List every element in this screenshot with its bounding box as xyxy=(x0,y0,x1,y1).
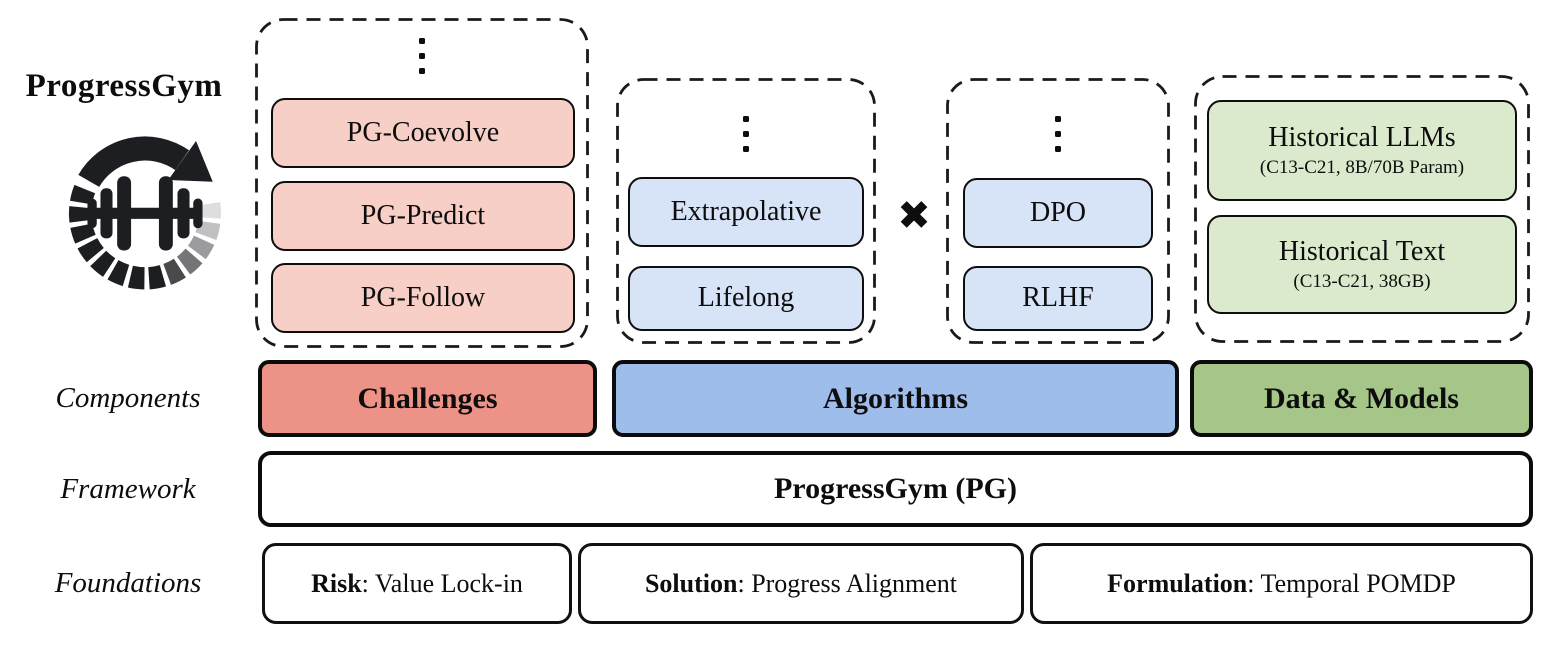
algorithm-paradigm-lifelong: Lifelong xyxy=(628,266,864,331)
dashed-border xyxy=(1194,75,1530,343)
foundation-risk-box: Risk: Value Lock-in xyxy=(262,543,572,624)
alignment-method-label: DPO xyxy=(1029,196,1086,228)
alignment-method-rlhf: RLHF xyxy=(963,266,1153,331)
challenge-item-label: PG-Coevolve xyxy=(346,116,500,148)
foundation-term: Solution xyxy=(644,568,738,598)
data-item-historical-llms: Historical LLMs (C13-C21, 8B/70B Param) xyxy=(1207,100,1517,201)
challenge-item-pg-coevolve: PG-Coevolve xyxy=(271,98,575,168)
challenges-group: PG-Coevolve PG-Predict PG-Follow xyxy=(255,18,589,348)
row-label-components: Components xyxy=(55,382,201,414)
algorithm-paradigm-extrapolative: Extrapolative xyxy=(628,177,864,247)
challenge-item-pg-follow: PG-Follow xyxy=(271,263,575,333)
foundation-formulation-box: Formulation: Temporal POMDP xyxy=(1030,543,1533,624)
data-models-group: Historical LLMs (C13-C21, 8B/70B Param) … xyxy=(1194,75,1530,343)
progressgym-logo-icon xyxy=(68,136,222,290)
framework-box: ProgressGym (PG) xyxy=(258,451,1533,527)
components-data-models-box: Data & Models xyxy=(1190,360,1533,437)
foundation-text: : Temporal POMDP xyxy=(1247,568,1456,598)
challenge-item-label: PG-Follow xyxy=(360,281,486,313)
figure-title: ProgressGym xyxy=(25,68,223,104)
data-item-historical-text: Historical Text (C13-C21, 38GB) xyxy=(1207,215,1517,314)
row-label-framework: Framework xyxy=(60,472,196,505)
foundation-term: Risk xyxy=(311,568,362,598)
alignment-methods-group: DPO RLHF xyxy=(946,78,1170,344)
challenge-item-label: PG-Predict xyxy=(360,199,486,231)
dumbbell-icon xyxy=(87,176,203,251)
foundation-text: : Progress Alignment xyxy=(737,568,958,598)
algorithm-paradigm-label: Lifelong xyxy=(697,282,795,314)
alignment-method-dpo: DPO xyxy=(963,178,1153,248)
alignment-method-label: RLHF xyxy=(1022,282,1094,314)
components-data-models-label: Data & Models xyxy=(1264,381,1459,415)
components-challenges-box: Challenges xyxy=(258,360,597,437)
components-algorithms-box: Algorithms xyxy=(612,360,1179,437)
vertical-ellipsis-icon xyxy=(419,38,425,74)
vertical-ellipsis-icon xyxy=(743,116,749,152)
framework-title: ProgressGym (PG) xyxy=(773,472,1017,505)
vertical-ellipsis-icon xyxy=(1055,116,1061,152)
data-item-detail: (C13-C21, 8B/70B Param) xyxy=(1259,156,1465,178)
data-item-label: Historical Text xyxy=(1278,236,1446,268)
dashed-border xyxy=(255,18,589,348)
algorithm-paradigms-group: Extrapolative Lifelong xyxy=(616,78,876,344)
data-item-detail: (C13-C21, 38GB) xyxy=(1293,270,1431,292)
cross-multiply-icon: ✖ xyxy=(897,193,931,239)
data-item-label: Historical LLMs xyxy=(1268,122,1456,154)
components-challenges-label: Challenges xyxy=(357,381,498,415)
row-label-foundations: Foundations xyxy=(54,567,202,599)
algorithm-paradigm-label: Extrapolative xyxy=(670,195,822,227)
components-algorithms-label: Algorithms xyxy=(823,381,968,415)
challenge-item-pg-predict: PG-Predict xyxy=(271,181,575,251)
foundation-text: : Value Lock-in xyxy=(361,568,523,598)
foundation-solution-box: Solution: Progress Alignment xyxy=(578,543,1024,624)
dashed-border xyxy=(616,78,876,344)
foundation-term: Formulation xyxy=(1107,568,1248,598)
